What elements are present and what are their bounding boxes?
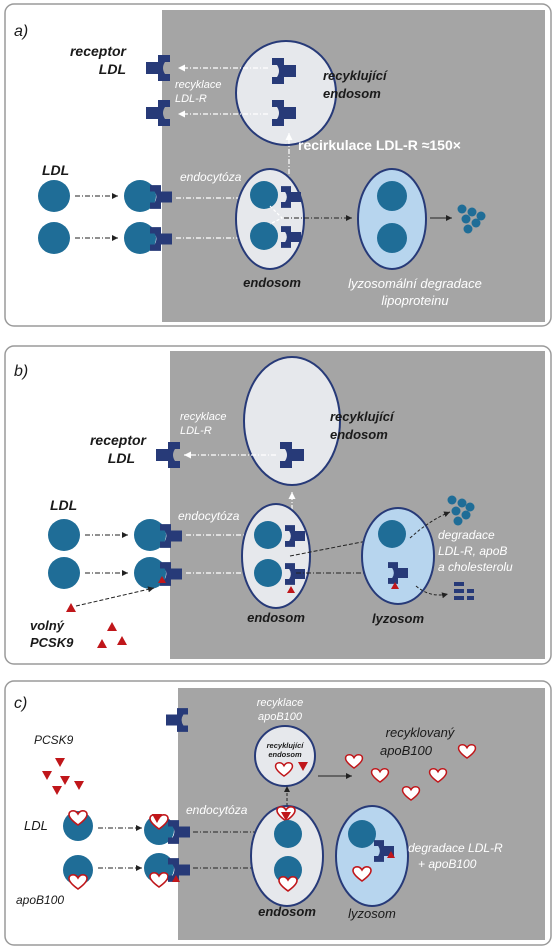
rec-endo-label-line1: recyklující bbox=[330, 409, 395, 424]
arrow-degradation-2 bbox=[415, 585, 449, 599]
ldl-particle-1 bbox=[38, 180, 70, 212]
panel-c-tag: c) bbox=[14, 695, 27, 712]
apob-label: apoB100 bbox=[16, 893, 64, 907]
rec-endo-label-line2: endosom bbox=[323, 86, 381, 101]
endosome-ldl-2 bbox=[254, 559, 282, 587]
recycle-label-line2: LDL-R bbox=[180, 425, 212, 437]
endocytosis-label: endocytóza bbox=[186, 803, 248, 817]
panel-b: b) recyklace LDL-R recyklující endosom r… bbox=[4, 345, 552, 665]
degradation-fragments bbox=[447, 495, 475, 526]
ldl-particle-2 bbox=[48, 557, 80, 589]
lysosome-label-line2: lipoproteinu bbox=[381, 293, 448, 308]
receptor-fragments bbox=[454, 582, 474, 600]
receptor-label-line1: receptor bbox=[70, 43, 128, 59]
endosome bbox=[241, 503, 311, 609]
rec-endo-label-line1: recyklující bbox=[267, 741, 305, 750]
sorting-arrows bbox=[269, 205, 284, 225]
bound-ldl-2 bbox=[134, 557, 166, 589]
degradation-label-line2: + apoB100 bbox=[418, 857, 477, 871]
bound-pcsk9-2 bbox=[172, 875, 180, 882]
lysosome bbox=[357, 168, 427, 270]
panel-b-cell-interior bbox=[170, 351, 545, 659]
free-pcsk9-triangles bbox=[42, 758, 84, 795]
degradation-label-line1: degradace bbox=[438, 528, 495, 542]
ldl-label: LDL bbox=[24, 818, 48, 833]
bound-pcsk9-1 bbox=[152, 814, 162, 823]
recycling-pcsk9 bbox=[298, 762, 308, 771]
pcsk9-label-line2: PCSK9 bbox=[30, 635, 74, 650]
degradation-label-line2: LDL-R, apoB bbox=[438, 544, 507, 558]
receptor-label-line2: LDL bbox=[108, 450, 135, 466]
recycling-endosome bbox=[235, 40, 337, 146]
endosome-ldl-1 bbox=[254, 521, 282, 549]
endosome-label: endosom bbox=[258, 904, 316, 919]
lysosome-ldl bbox=[378, 520, 406, 548]
lysosome-pcsk9 bbox=[387, 851, 395, 858]
arrow-degradation-1 bbox=[409, 511, 451, 539]
receptor-label-line1: receptor bbox=[90, 432, 148, 448]
lysosome-ldl bbox=[348, 820, 376, 848]
recirculation-label: recirkulace LDL-R ≈150× bbox=[298, 137, 461, 153]
lysosome-ldl-1 bbox=[377, 181, 407, 211]
pcsk9-label-line1: volný bbox=[30, 618, 65, 633]
recycle-label-line2: LDL-R bbox=[175, 93, 207, 105]
recycle-label-line2: apoB100 bbox=[258, 711, 303, 723]
panel-a-cell-interior bbox=[162, 10, 545, 322]
endosome-label: endosom bbox=[247, 610, 305, 625]
arrow-pcsk9-binding bbox=[75, 586, 155, 607]
panel-c: c) recyklace apoB100 recyklující endosom… bbox=[4, 680, 552, 946]
endosome-pcsk9-top bbox=[281, 812, 291, 821]
rec-endo-label-line2: endosom bbox=[268, 750, 302, 759]
degradation-fragments bbox=[457, 204, 486, 234]
ldl-label: LDL bbox=[50, 497, 77, 513]
recycled-label-line1: recyklovaný bbox=[386, 725, 456, 740]
lysosome-label-line1: lyzosomální degradace bbox=[348, 276, 482, 291]
lysosome-label: lyzosom bbox=[372, 611, 424, 626]
receptor-label-line2: LDL bbox=[99, 61, 126, 77]
endosome-ldl-1 bbox=[250, 181, 278, 209]
endocytosis-label: endocytóza bbox=[178, 509, 240, 523]
recycled-label-line2: apoB100 bbox=[380, 743, 433, 758]
arrow-to-lysosome-1 bbox=[289, 538, 373, 557]
degradation-label-line1: degradace LDL-R bbox=[408, 841, 503, 855]
bound-ldl-2 bbox=[124, 222, 156, 254]
endosome-ldl-2 bbox=[250, 222, 278, 250]
free-pcsk9-triangles bbox=[66, 603, 127, 648]
lysosome bbox=[335, 805, 409, 907]
panel-b-tag: b) bbox=[14, 363, 28, 380]
bound-ldl-1 bbox=[124, 180, 156, 212]
endosome-ldl-1 bbox=[274, 820, 302, 848]
ldl-particle-1 bbox=[48, 519, 80, 551]
bound-ldl-1 bbox=[134, 519, 166, 551]
degradation-label-line3: a cholesterolu bbox=[438, 560, 513, 574]
rec-endo-label-line1: recyklující bbox=[323, 68, 388, 83]
endocytosis-label: endocytóza bbox=[180, 170, 242, 184]
ldl-label: LDL bbox=[42, 162, 69, 178]
lysosome-ldl-2 bbox=[377, 223, 407, 253]
endosome bbox=[250, 805, 324, 907]
recycle-label-line1: recyklace bbox=[257, 697, 303, 709]
lysosome-label: lyzosom bbox=[348, 906, 396, 921]
panel-a: a) receptor LDL recyklace LDL-R recykluj… bbox=[4, 3, 552, 327]
lysosome-pcsk9 bbox=[391, 582, 399, 589]
bound-pcsk9 bbox=[158, 576, 166, 583]
ldl-particle-2 bbox=[38, 222, 70, 254]
rec-endo-label-line2: endosom bbox=[330, 427, 388, 442]
endosome-label: endosom bbox=[243, 275, 301, 290]
panel-a-tag: a) bbox=[14, 23, 28, 40]
endosome-pcsk9 bbox=[287, 586, 295, 593]
recycle-label-line1: recyklace bbox=[175, 79, 221, 91]
pcsk9-label: PCSK9 bbox=[34, 733, 74, 747]
recycle-label-line1: recyklace bbox=[180, 411, 226, 423]
recycling-endosome bbox=[243, 356, 341, 486]
